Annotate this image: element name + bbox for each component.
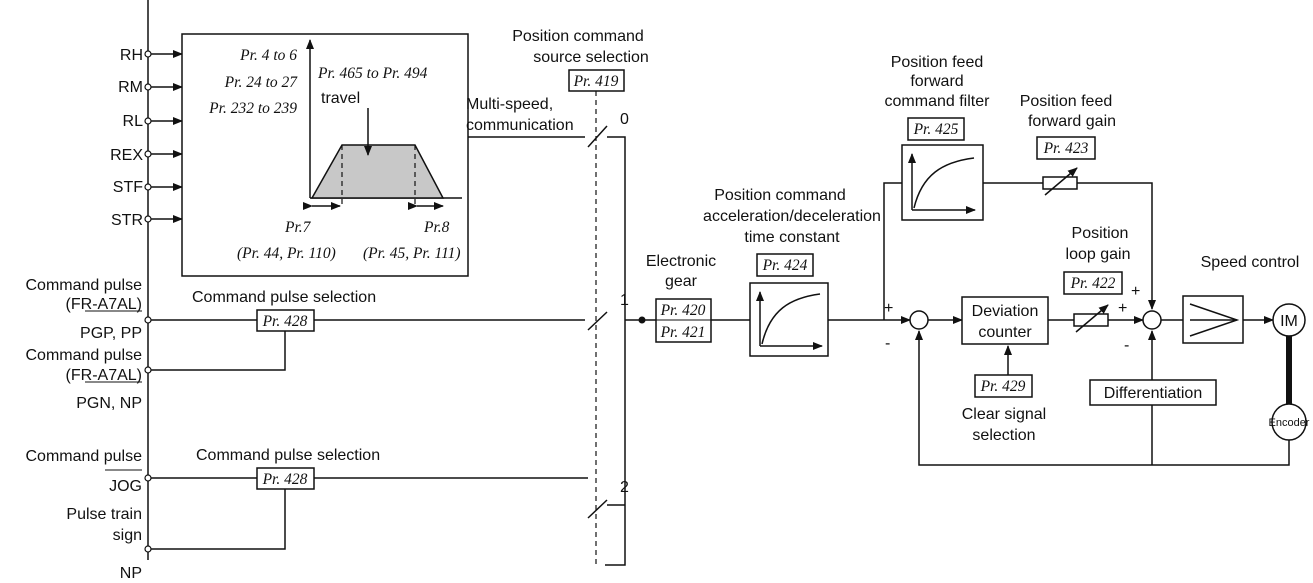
feed-forward-filter: Position feed forward command filter Pr.… bbox=[883, 54, 1043, 320]
pr-45-111: (Pr. 45, Pr. 111) bbox=[363, 245, 461, 262]
ff-title-2: forward bbox=[910, 73, 963, 90]
travel-label: travel bbox=[321, 90, 360, 107]
terminal-pgp-pp: PGP, PP bbox=[80, 325, 142, 342]
pr-424: Pr. 424 bbox=[762, 257, 808, 274]
sign-plus-2: + bbox=[1131, 283, 1140, 300]
ff-title-1: Position feed bbox=[891, 54, 984, 71]
input-terminals: RH RM RL REX STF STR bbox=[110, 47, 183, 229]
differentiation-block: Differentiation bbox=[1089, 330, 1217, 465]
pr-428-b: Pr. 428 bbox=[262, 471, 308, 488]
switch-position-0: 0 bbox=[620, 111, 629, 128]
terminal-rex: REX bbox=[110, 147, 143, 164]
sign-plus-3: + bbox=[1118, 300, 1127, 317]
source-title-2: source selection bbox=[533, 49, 649, 66]
accel-decel-filter: Position command acceleration/decelerati… bbox=[703, 187, 911, 357]
sign-minus-2: - bbox=[1124, 337, 1129, 354]
electronic-gear: Electronic gear Pr. 420 Pr. 421 bbox=[642, 253, 750, 343]
pr-420: Pr. 420 bbox=[660, 302, 706, 319]
accel-title-2: acceleration/deceleration bbox=[703, 208, 881, 225]
motor-label: IM bbox=[1280, 313, 1298, 330]
pulse-train-label: Pulse train bbox=[66, 506, 142, 523]
pr-429: Pr. 429 bbox=[980, 378, 1026, 395]
terminal-stf: STF bbox=[113, 179, 143, 196]
terminal-rl: RL bbox=[123, 113, 144, 130]
ffgain-title-2: forward gain bbox=[1028, 113, 1116, 130]
cmd-pulse-2-option: (FR-A7AL) bbox=[66, 367, 142, 384]
cmd-pulse-2-label: Command pulse bbox=[26, 347, 143, 364]
pr-8: Pr.8 bbox=[423, 219, 450, 236]
multi-speed-label: Multi-speed, bbox=[466, 96, 553, 113]
ffgain-title-1: Position feed bbox=[1020, 93, 1113, 110]
gear-title-2: gear bbox=[665, 273, 698, 290]
deviation-counter: Deviation counter Pr. 429 Clear signal s… bbox=[961, 296, 1074, 444]
encoder-label: Encoder bbox=[1269, 417, 1310, 429]
pulse-selection-2-label: Command pulse selection bbox=[196, 447, 380, 464]
pr-421: Pr. 421 bbox=[660, 324, 706, 341]
pulse-selection-1: Command pulse selection Pr. 428 bbox=[144, 289, 585, 374]
pr-423: Pr. 423 bbox=[1043, 140, 1089, 157]
accel-title-1: Position command bbox=[714, 187, 846, 204]
terminal-jog: JOG bbox=[109, 478, 142, 495]
source-title-1: Position command bbox=[512, 28, 644, 45]
terminal-pgn-np: PGN, NP bbox=[76, 395, 142, 412]
ff-title-3: command filter bbox=[885, 93, 991, 110]
terminal-np: NP bbox=[120, 565, 142, 582]
pulse-selection-2: Command pulse selection Pr. 428 bbox=[144, 447, 585, 553]
loopgain-title-2: loop gain bbox=[1066, 246, 1131, 263]
speed-profile: Pr. 4 to 6 Pr. 24 to 27 Pr. 232 to 239 P… bbox=[208, 39, 462, 262]
source-selection: Position command source selection Pr. 41… bbox=[466, 28, 649, 565]
accel-title-3: time constant bbox=[744, 229, 840, 246]
cmd-pulse-1-option: (FR-A7AL) bbox=[66, 296, 142, 313]
pr-428-a: Pr. 428 bbox=[262, 313, 308, 330]
pulse-terminals: Command pulse (FR-A7AL) PGP, PP Command … bbox=[26, 277, 143, 582]
communication-label: communication bbox=[466, 117, 574, 134]
pr-465-494: Pr. 465 to Pr. 494 bbox=[317, 65, 428, 82]
pr-7: Pr.7 bbox=[284, 219, 312, 236]
deviation-title-2: counter bbox=[978, 324, 1032, 341]
pulse-selection-1-label: Command pulse selection bbox=[192, 289, 376, 306]
pr-232-239: Pr. 232 to 239 bbox=[208, 100, 297, 117]
pr-425: Pr. 425 bbox=[913, 121, 959, 138]
differentiation-label: Differentiation bbox=[1104, 385, 1202, 402]
gear-title-1: Electronic bbox=[646, 253, 716, 270]
pulse-train-sign: sign bbox=[113, 527, 142, 544]
sign-minus-1: - bbox=[885, 335, 890, 352]
sign-plus-1: + bbox=[884, 300, 893, 317]
cmd-pulse-1-label: Command pulse bbox=[26, 277, 143, 294]
summing-junction-2 bbox=[1142, 310, 1162, 330]
cmd-pulse-3-label: Command pulse bbox=[26, 448, 143, 465]
feed-forward-gain: Position feed forward gain Pr. 423 bbox=[1020, 93, 1156, 310]
loopgain-title-1: Position bbox=[1072, 225, 1129, 242]
pr-44-110: (Pr. 44, Pr. 110) bbox=[237, 245, 336, 262]
pr-422: Pr. 422 bbox=[1070, 275, 1116, 292]
summing-junction-1 bbox=[909, 310, 929, 330]
position-loop-gain: Position loop gain Pr. 422 bbox=[1063, 225, 1144, 333]
clear-signal-1: Clear signal bbox=[962, 406, 1046, 423]
speed-control-block: Speed control bbox=[1182, 254, 1300, 344]
terminal-str: STR bbox=[111, 212, 143, 229]
pr-419: Pr. 419 bbox=[573, 73, 619, 90]
speed-control-label: Speed control bbox=[1201, 254, 1300, 271]
motor-assembly: IM Encoder bbox=[915, 303, 1310, 466]
pr-4-6: Pr. 4 to 6 bbox=[239, 47, 297, 64]
pr-24-27: Pr. 24 to 27 bbox=[224, 74, 299, 91]
clear-signal-2: selection bbox=[972, 427, 1035, 444]
terminal-rh: RH bbox=[120, 47, 143, 64]
terminal-rm: RM bbox=[118, 79, 143, 96]
deviation-title-1: Deviation bbox=[972, 303, 1039, 320]
